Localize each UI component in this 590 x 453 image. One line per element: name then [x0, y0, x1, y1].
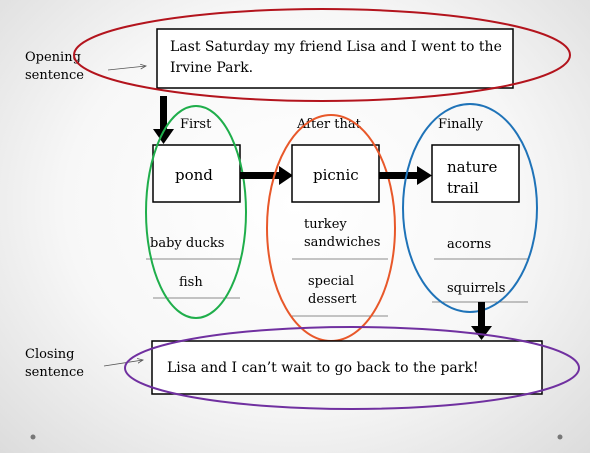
box-picnic [291, 144, 380, 203]
opening-to-first-arrow [153, 96, 174, 144]
heading-first: First [180, 117, 212, 132]
first-to-second-arrow [240, 166, 293, 185]
detail-special: special [308, 274, 354, 289]
box-picnic-label: picnic [313, 166, 359, 184]
detail-sandwiches: sandwiches [304, 235, 380, 250]
detail-acorns: acorns [447, 237, 491, 252]
detail-turkey: turkey [304, 217, 347, 232]
box-pond-label: pond [175, 166, 213, 184]
second-to-third-arrow [379, 166, 432, 185]
closing-label-line1: Closing [25, 347, 74, 362]
opening-text-line2: Irvine Park. [170, 60, 253, 76]
closing-label-line2: sentence [25, 365, 84, 380]
opening-text-line1: Last Saturday my friend Lisa and I went … [170, 39, 502, 55]
first-ellipse [145, 105, 247, 319]
box-nature-trail [431, 144, 520, 203]
opening-sentence-box [156, 28, 514, 89]
opening-label-line2: sentence [25, 68, 84, 83]
box-nature-label: nature [447, 158, 497, 176]
box-trail-label: trail [447, 179, 479, 197]
third-ellipse [402, 103, 538, 313]
heading-finally: Finally [438, 117, 484, 132]
detail-squirrels: squirrels [447, 281, 505, 296]
detail-fish: fish [179, 275, 203, 290]
opening-label-line1: Opening [25, 50, 81, 65]
closing-ellipse [124, 326, 580, 410]
closing-pointer-arrow [103, 360, 143, 367]
opening-pointer-arrow [107, 66, 146, 71]
closing-text: Lisa and I can’t wait to go back to the … [167, 360, 479, 376]
third-to-closing-arrow [471, 302, 492, 340]
opening-ellipse [73, 8, 571, 102]
corner-dot [30, 434, 36, 440]
corner-dot [557, 434, 563, 440]
detail-dessert: dessert [308, 292, 357, 307]
detail-baby-ducks: baby ducks [150, 236, 224, 251]
closing-sentence-box [151, 340, 543, 395]
